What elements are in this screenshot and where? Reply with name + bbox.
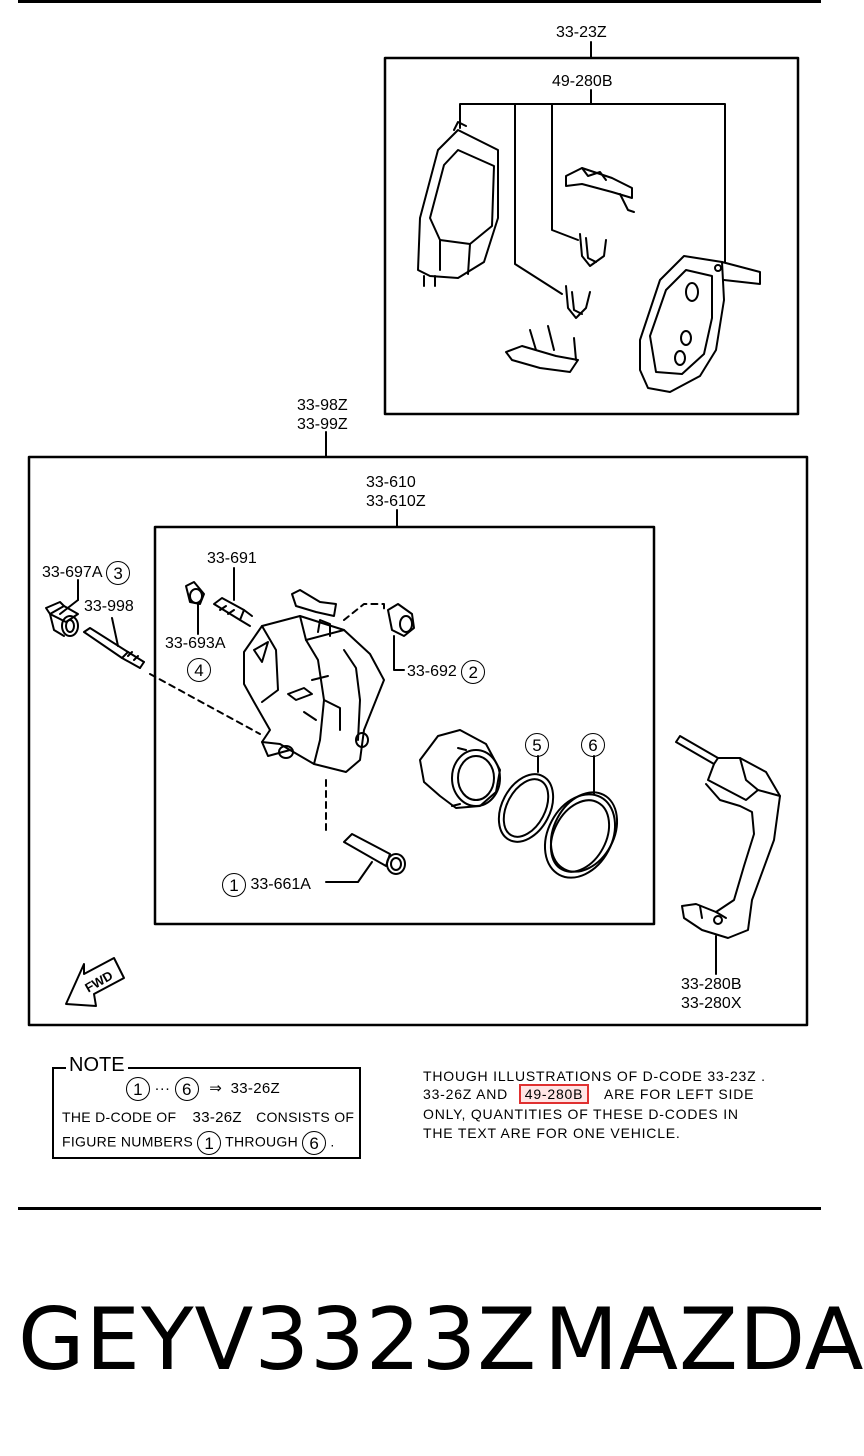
part-33-691-label: 33-691 — [207, 550, 257, 567]
caliper-assembly-code-1: 33-98Z — [297, 397, 348, 414]
piston — [419, 729, 501, 809]
note-text: 33-26Z AND — [423, 1086, 509, 1102]
range-start-badge: 1 — [126, 1077, 150, 1101]
note-text: THROUGH — [225, 1133, 299, 1150]
note-title: NOTE — [66, 1054, 128, 1077]
bottom-rule — [18, 1207, 821, 1210]
highlighted-code[interactable]: 49-280B — [518, 1084, 590, 1104]
caliper-body-box — [153, 525, 656, 926]
note-text: FIGURE NUMBERS — [62, 1133, 193, 1150]
piston-seal — [497, 755, 555, 843]
figure-number-badge-5: 5 — [525, 733, 549, 757]
pad-clip-upper — [579, 233, 607, 267]
fwd-arrow — [65, 957, 125, 1007]
caliper-assembly-code-2: 33-99Z — [297, 416, 348, 433]
inner-brake-pad — [417, 121, 499, 287]
bracket-code-2: 33-280X — [681, 995, 742, 1012]
pad-retaining-spring — [505, 325, 579, 373]
part-33-661a-label: 1 33-661A — [222, 873, 311, 897]
pad-clip-lower — [565, 285, 591, 319]
guide-pin — [83, 617, 145, 669]
caliper-body-code-2: 33-610Z — [366, 493, 426, 510]
range-separator: ··· — [154, 1079, 171, 1097]
part-33-697a-label: 33-697A 3 — [42, 561, 131, 585]
caliper-housing — [243, 589, 385, 773]
pad-shim — [565, 167, 635, 213]
range-end-badge: 6 — [174, 1077, 199, 1101]
bracket-code-1: 33-280B — [681, 976, 742, 993]
figure-number-badge-4: 4 — [187, 658, 211, 682]
note-text: . — [330, 1133, 335, 1150]
part-code: 33-692 — [407, 663, 457, 681]
dust-boot-small — [387, 603, 415, 671]
note-text: THE D-CODE OF — [62, 1109, 177, 1125]
caliper-body-code-1: 33-610 — [366, 474, 416, 491]
part-33-693a-label: 33-693A — [165, 635, 226, 652]
note-text: CONSISTS OF — [256, 1109, 355, 1125]
figure-number-badge: 1 — [222, 873, 246, 897]
part-code: 33-661A — [250, 876, 311, 894]
bleeder-screw — [213, 567, 253, 627]
part-code: 33-697A — [42, 564, 102, 582]
pads-kit-subcode: 49-280B — [552, 73, 613, 90]
right-note-line-4: THE TEXT ARE FOR ONE VEHICLE. — [423, 1125, 681, 1141]
note-target-code: 33-26Z — [230, 1079, 280, 1097]
caliper-assembly-box — [27, 455, 809, 1027]
figure-number-badge: 2 — [461, 660, 486, 684]
guide-pin-boot — [45, 579, 79, 637]
part-33-998-label: 33-998 — [84, 598, 134, 615]
part-33-692-label: 33-692 2 — [407, 660, 486, 684]
range-start-badge: 1 — [197, 1131, 222, 1155]
range-end-badge: 6 — [302, 1131, 327, 1155]
note-code: 33-26Z — [192, 1109, 242, 1126]
bleeder-cap — [185, 581, 205, 635]
right-note-line-2: 33-26Z AND 49-280B ARE FOR LEFT SIDE — [423, 1084, 755, 1104]
note-line-2: THE D-CODE OF 33-26Z CONSISTS OF — [62, 1109, 354, 1126]
note-box — [52, 1067, 361, 1159]
part-number-caption: GEYV3323Z — [18, 1290, 538, 1390]
note-line-1: 1 ··· 6 ⇒ 33-26Z — [126, 1077, 280, 1101]
caliper-bolt — [325, 833, 406, 883]
piston-boot — [543, 755, 619, 879]
top-rule — [18, 0, 821, 3]
brand-caption: MAZDA — [544, 1290, 864, 1390]
figure-number-badge: 3 — [106, 561, 131, 585]
right-note-line-1: THOUGH ILLUSTRATIONS OF D-CODE 33-23Z . — [423, 1068, 766, 1084]
right-note-line-3: ONLY, QUANTITIES OF THESE D-CODES IN — [423, 1106, 739, 1122]
pads-kit-code: 33-23Z — [556, 24, 607, 41]
caliper-bracket — [675, 735, 781, 975]
figure-number-badge-6: 6 — [581, 733, 605, 757]
outer-brake-pad — [639, 255, 761, 393]
note-line-3: FIGURE NUMBERS 1 THROUGH 6 . — [62, 1131, 335, 1155]
arrow-icon: ⇒ — [209, 1079, 223, 1097]
note-text: ARE FOR LEFT SIDE — [603, 1086, 755, 1102]
pads-kit-box — [383, 56, 800, 416]
